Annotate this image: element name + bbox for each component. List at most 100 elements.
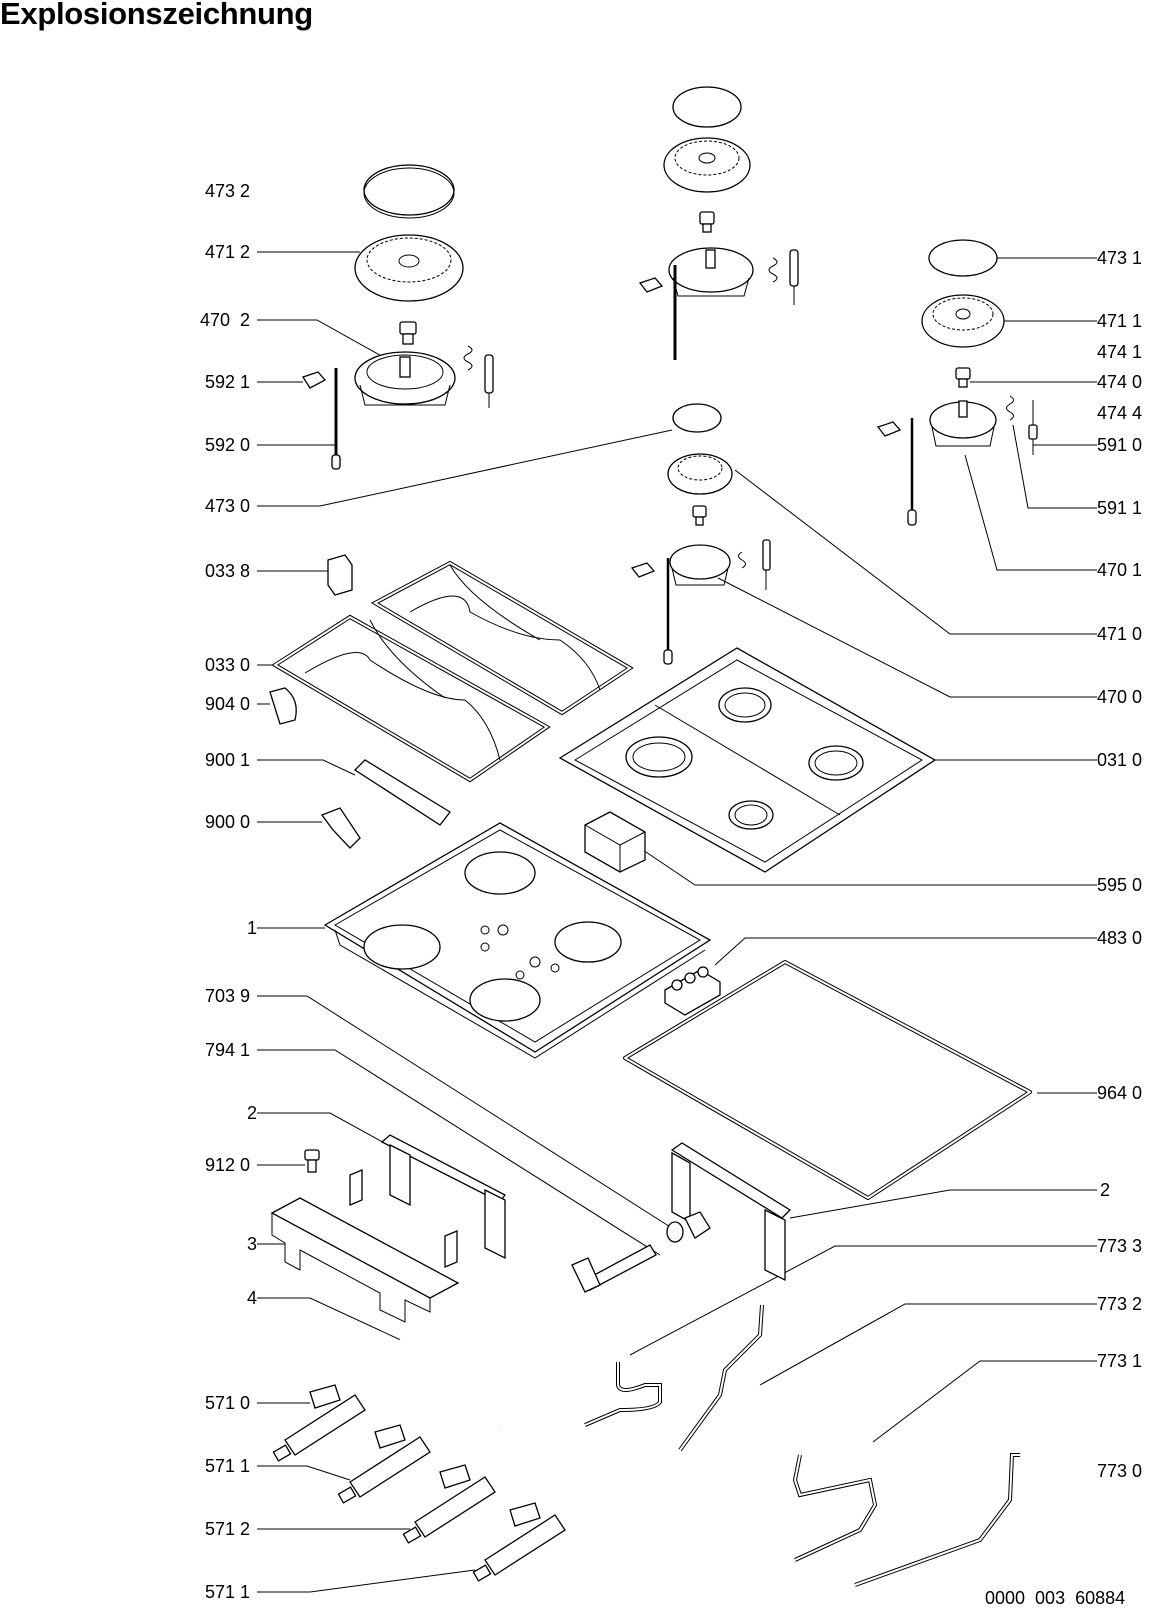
leader-470-1 <box>964 454 1097 571</box>
leader-471-0 <box>734 469 1097 635</box>
leader-4 <box>257 1297 406 1343</box>
part-label: 033 0 <box>205 655 251 675</box>
injector-474-0 <box>955 367 971 388</box>
gas-valve-571-1b <box>472 1502 566 1582</box>
gas-valve-571-2 <box>402 1464 496 1544</box>
part-label: 474 0 <box>1097 372 1143 392</box>
ignition-module-595-0 <box>584 811 646 873</box>
thermocouple-center <box>663 558 673 665</box>
part-label: 471 2 <box>205 242 251 262</box>
burner-crown-471-2 <box>354 234 464 302</box>
part-label: 773 0 <box>1097 1461 1143 1481</box>
part-label: 473 1 <box>1097 248 1143 268</box>
terminal-block-483-0 <box>664 966 721 1016</box>
clip-right <box>876 421 902 437</box>
burner-base-top-center <box>668 247 754 297</box>
part-label: 900 0 <box>205 812 251 832</box>
part-label: 031 0 <box>1097 750 1143 770</box>
burner-crown-471-1 <box>921 294 1005 348</box>
burner-cap-473-0 <box>672 403 722 433</box>
page-title: Explosionszeichnung <box>0 0 313 31</box>
bracket-2-left <box>380 1134 506 1260</box>
bracket-900-1 <box>353 759 451 826</box>
bolt-912-0 <box>304 1149 320 1173</box>
part-label: 773 1 <box>1097 1351 1143 1371</box>
electrode-top-center <box>789 249 799 305</box>
part-label: 794 1 <box>205 1040 251 1060</box>
part-label: 4 <box>247 1288 258 1308</box>
part-label: 591 0 <box>1097 435 1143 455</box>
leader-794-1 <box>257 1049 661 1256</box>
leader-2-left <box>257 1112 389 1146</box>
gas-valve-571-0 <box>272 1384 366 1462</box>
part-label: 571 2 <box>205 1519 251 1539</box>
knob-904-0 <box>269 687 297 725</box>
burner-crown-471-0 <box>667 453 733 495</box>
injector-top-center <box>699 211 715 233</box>
burner-cap-473-1 <box>928 239 998 277</box>
washer-794-1 <box>666 1221 684 1243</box>
part-label: 592 1 <box>205 372 251 392</box>
part-label: 474 4 <box>1097 403 1143 423</box>
part-label: 1 <box>247 918 258 938</box>
leader-773-2 <box>759 1303 1097 1386</box>
leader-lines <box>257 251 1097 1593</box>
burner-base-470-1 <box>929 400 997 447</box>
part-label: 470 0 <box>1097 687 1143 707</box>
nut-703-9 <box>684 1211 711 1239</box>
rubber-foot-033-8 <box>327 554 353 596</box>
leader-483-0 <box>714 937 1097 966</box>
part-label: 571 1 <box>205 1456 251 1476</box>
part-label: 474 1 <box>1097 342 1143 362</box>
part-label: 473 2 <box>205 181 251 201</box>
gas-tube-773-3 <box>584 1362 662 1427</box>
seal-964-0 <box>623 960 1032 1200</box>
leader-773-3 <box>629 1245 1097 1356</box>
clip-592-1 <box>302 371 327 389</box>
pan-support-033-0-rear <box>370 560 634 716</box>
part-label: 964 0 <box>1097 1083 1143 1103</box>
part-label: 592 0 <box>205 435 251 455</box>
base-tray-1 <box>323 822 712 1059</box>
burner-cap-top-center <box>672 86 742 128</box>
leader-773-1 <box>872 1360 1097 1443</box>
part-label: 473 0 <box>205 496 251 516</box>
burner-base-470-2 <box>354 351 456 406</box>
part-label: 2 <box>1100 1180 1111 1200</box>
spring-591-1 <box>1006 395 1014 421</box>
part-label: 470 1 <box>1097 560 1143 580</box>
part-label: 904 0 <box>205 694 251 714</box>
pan-support-033-0-front <box>271 614 551 783</box>
clip-center <box>630 562 656 578</box>
part-label: 912 0 <box>205 1155 251 1175</box>
injector-474-center <box>692 505 707 526</box>
gas-pipe-4 <box>388 1279 588 1433</box>
gas-tube-773-0 <box>854 1453 1020 1587</box>
spring-clip <box>463 345 473 371</box>
leader-591-1 <box>1012 424 1097 509</box>
spring-top-center <box>768 257 778 283</box>
leader-571-1b <box>257 1569 476 1593</box>
gas-tube-773-2 <box>678 1304 764 1452</box>
part-label: 900 1 <box>205 750 251 770</box>
burner-cap-473-2 <box>363 164 455 219</box>
gas-tube-773-1 <box>792 1454 878 1562</box>
cooktop-top-031-0 <box>558 647 937 873</box>
leader-595-0 <box>639 847 1097 886</box>
thermocouple-right <box>907 418 917 526</box>
part-label: 2 <box>247 1103 258 1123</box>
spring-center <box>738 551 746 569</box>
part-label: 773 2 <box>1097 1294 1143 1314</box>
leader-703-9 <box>257 995 676 1231</box>
burner-crown-top-center <box>663 137 751 193</box>
part-label: 483 0 <box>1097 928 1143 948</box>
part-label: 595 0 <box>1097 875 1143 895</box>
leader-571-1a <box>257 1465 351 1481</box>
leader-470-2 <box>257 319 386 359</box>
ignition-electrode <box>484 354 494 408</box>
part-label: 471 1 <box>1097 311 1143 331</box>
part-label: 773 3 <box>1097 1236 1143 1256</box>
leader-2-right <box>789 1189 1097 1219</box>
part-label: 470 2 <box>200 310 251 330</box>
part-label: 471 0 <box>1097 624 1143 644</box>
